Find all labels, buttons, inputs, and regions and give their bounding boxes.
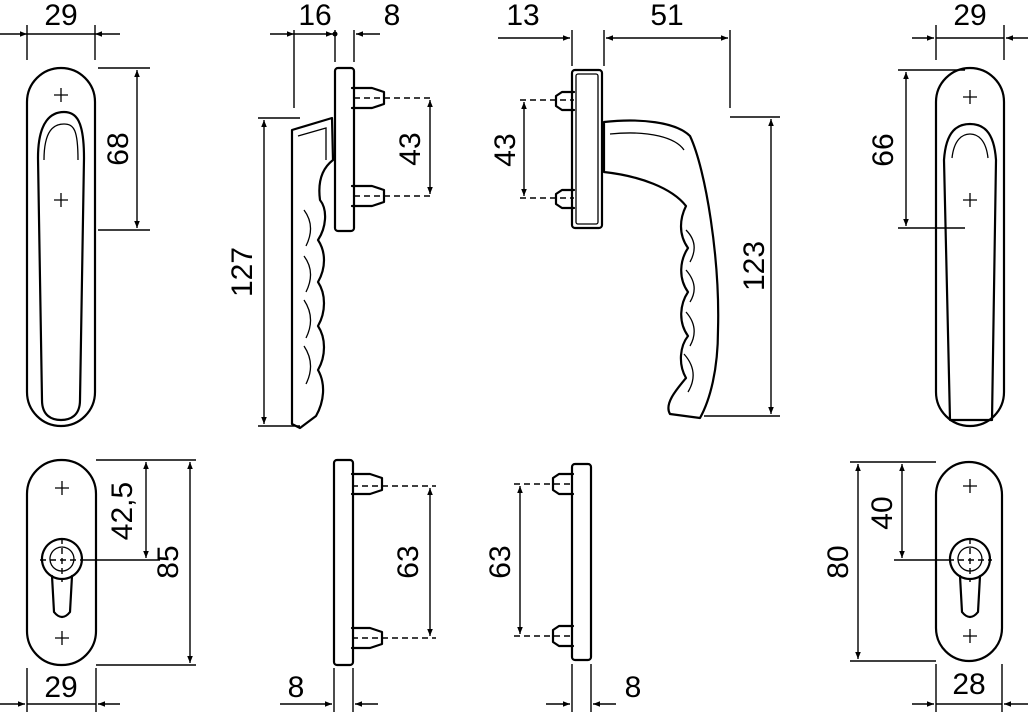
dim-width-label: 29 xyxy=(953,0,986,32)
screw-mark-icon xyxy=(54,88,68,102)
cover-plate-side-left: 63 8 xyxy=(280,458,436,712)
screw-mark-icon xyxy=(963,90,977,104)
cover-plate-right: 40 80 28 xyxy=(822,460,1028,712)
cover-plate-side-right: 63 8 xyxy=(484,462,642,712)
dim-center-height-label: 40 xyxy=(866,496,899,529)
handle-side-view-right: 13 51 43 123 xyxy=(489,0,780,420)
dim-plate-thickness-label: 8 xyxy=(625,671,642,704)
dim-plate-height-label: 85 xyxy=(152,545,185,578)
cover-plate-left: 42,5 85 29 xyxy=(0,458,196,712)
screw-mark-icon xyxy=(963,629,977,643)
screw-mark-icon xyxy=(963,193,977,207)
dim-plate-thickness-label: 8 xyxy=(288,671,305,704)
handle-front-view-right: 29 66 xyxy=(867,0,1028,428)
dim-projection-label: 51 xyxy=(650,0,683,32)
dim-screw-distance-label: 43 xyxy=(489,133,522,166)
dim-height-label: 66 xyxy=(867,133,900,166)
dim-screw-distance-label: 43 xyxy=(394,132,427,165)
dim-screw-distance-label: 63 xyxy=(392,545,425,578)
dim-plate-width-label: 29 xyxy=(44,671,77,704)
screw-mark-icon xyxy=(55,481,69,495)
screw-mark-icon xyxy=(54,193,68,207)
dim-plate-height-label: 80 xyxy=(822,545,855,578)
dim-offset-label: 16 xyxy=(298,0,331,32)
screw-mark-icon xyxy=(963,479,977,493)
handle-front-view-left: 29 68 xyxy=(0,0,150,428)
handle-side-view-left: 16 8 43 127 xyxy=(226,0,433,430)
dim-base-offset-label: 13 xyxy=(506,0,539,32)
dim-plate-width-label: 28 xyxy=(952,668,985,701)
dim-total-height-label: 127 xyxy=(226,247,259,297)
dim-width-label: 29 xyxy=(44,0,77,32)
dim-height-label: 68 xyxy=(102,132,135,165)
dim-total-height-label: 123 xyxy=(738,241,771,291)
dim-base-thickness-label: 8 xyxy=(384,0,401,32)
dim-center-height-label: 42,5 xyxy=(106,482,139,540)
screw-mark-icon xyxy=(55,631,69,645)
dim-screw-distance-label: 63 xyxy=(484,545,517,578)
